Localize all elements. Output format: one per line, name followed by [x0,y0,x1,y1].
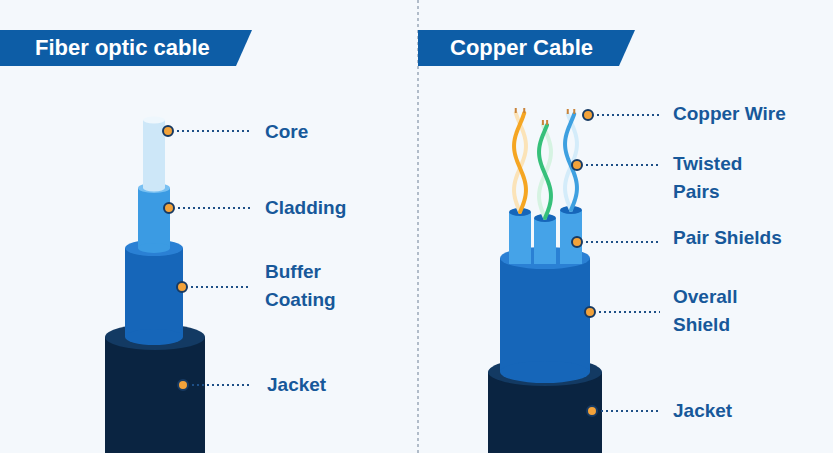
part-label: Buffer Coating [265,258,360,314]
part-label: Cladding [265,194,385,222]
copper-cable [488,108,602,453]
banner-title: Copper Cable [418,30,635,66]
part-label: Twisted Pairs [673,150,768,206]
part-label: Jacket [673,397,793,425]
divider-line [418,0,419,453]
part-label: Core [265,118,385,146]
part-label: Copper Wire [673,100,823,128]
part-label: Overall Shield [673,283,768,339]
title-banner: Copper Cable [418,30,635,66]
part-label: Pair Shields [673,224,823,252]
callout-dots [163,110,597,416]
part-label: Jacket [267,371,387,399]
banner-title: Fiber optic cable [0,30,252,66]
leader-lines [177,115,660,411]
fiber-cable [105,117,205,453]
title-banner: Fiber optic cable [0,30,252,66]
